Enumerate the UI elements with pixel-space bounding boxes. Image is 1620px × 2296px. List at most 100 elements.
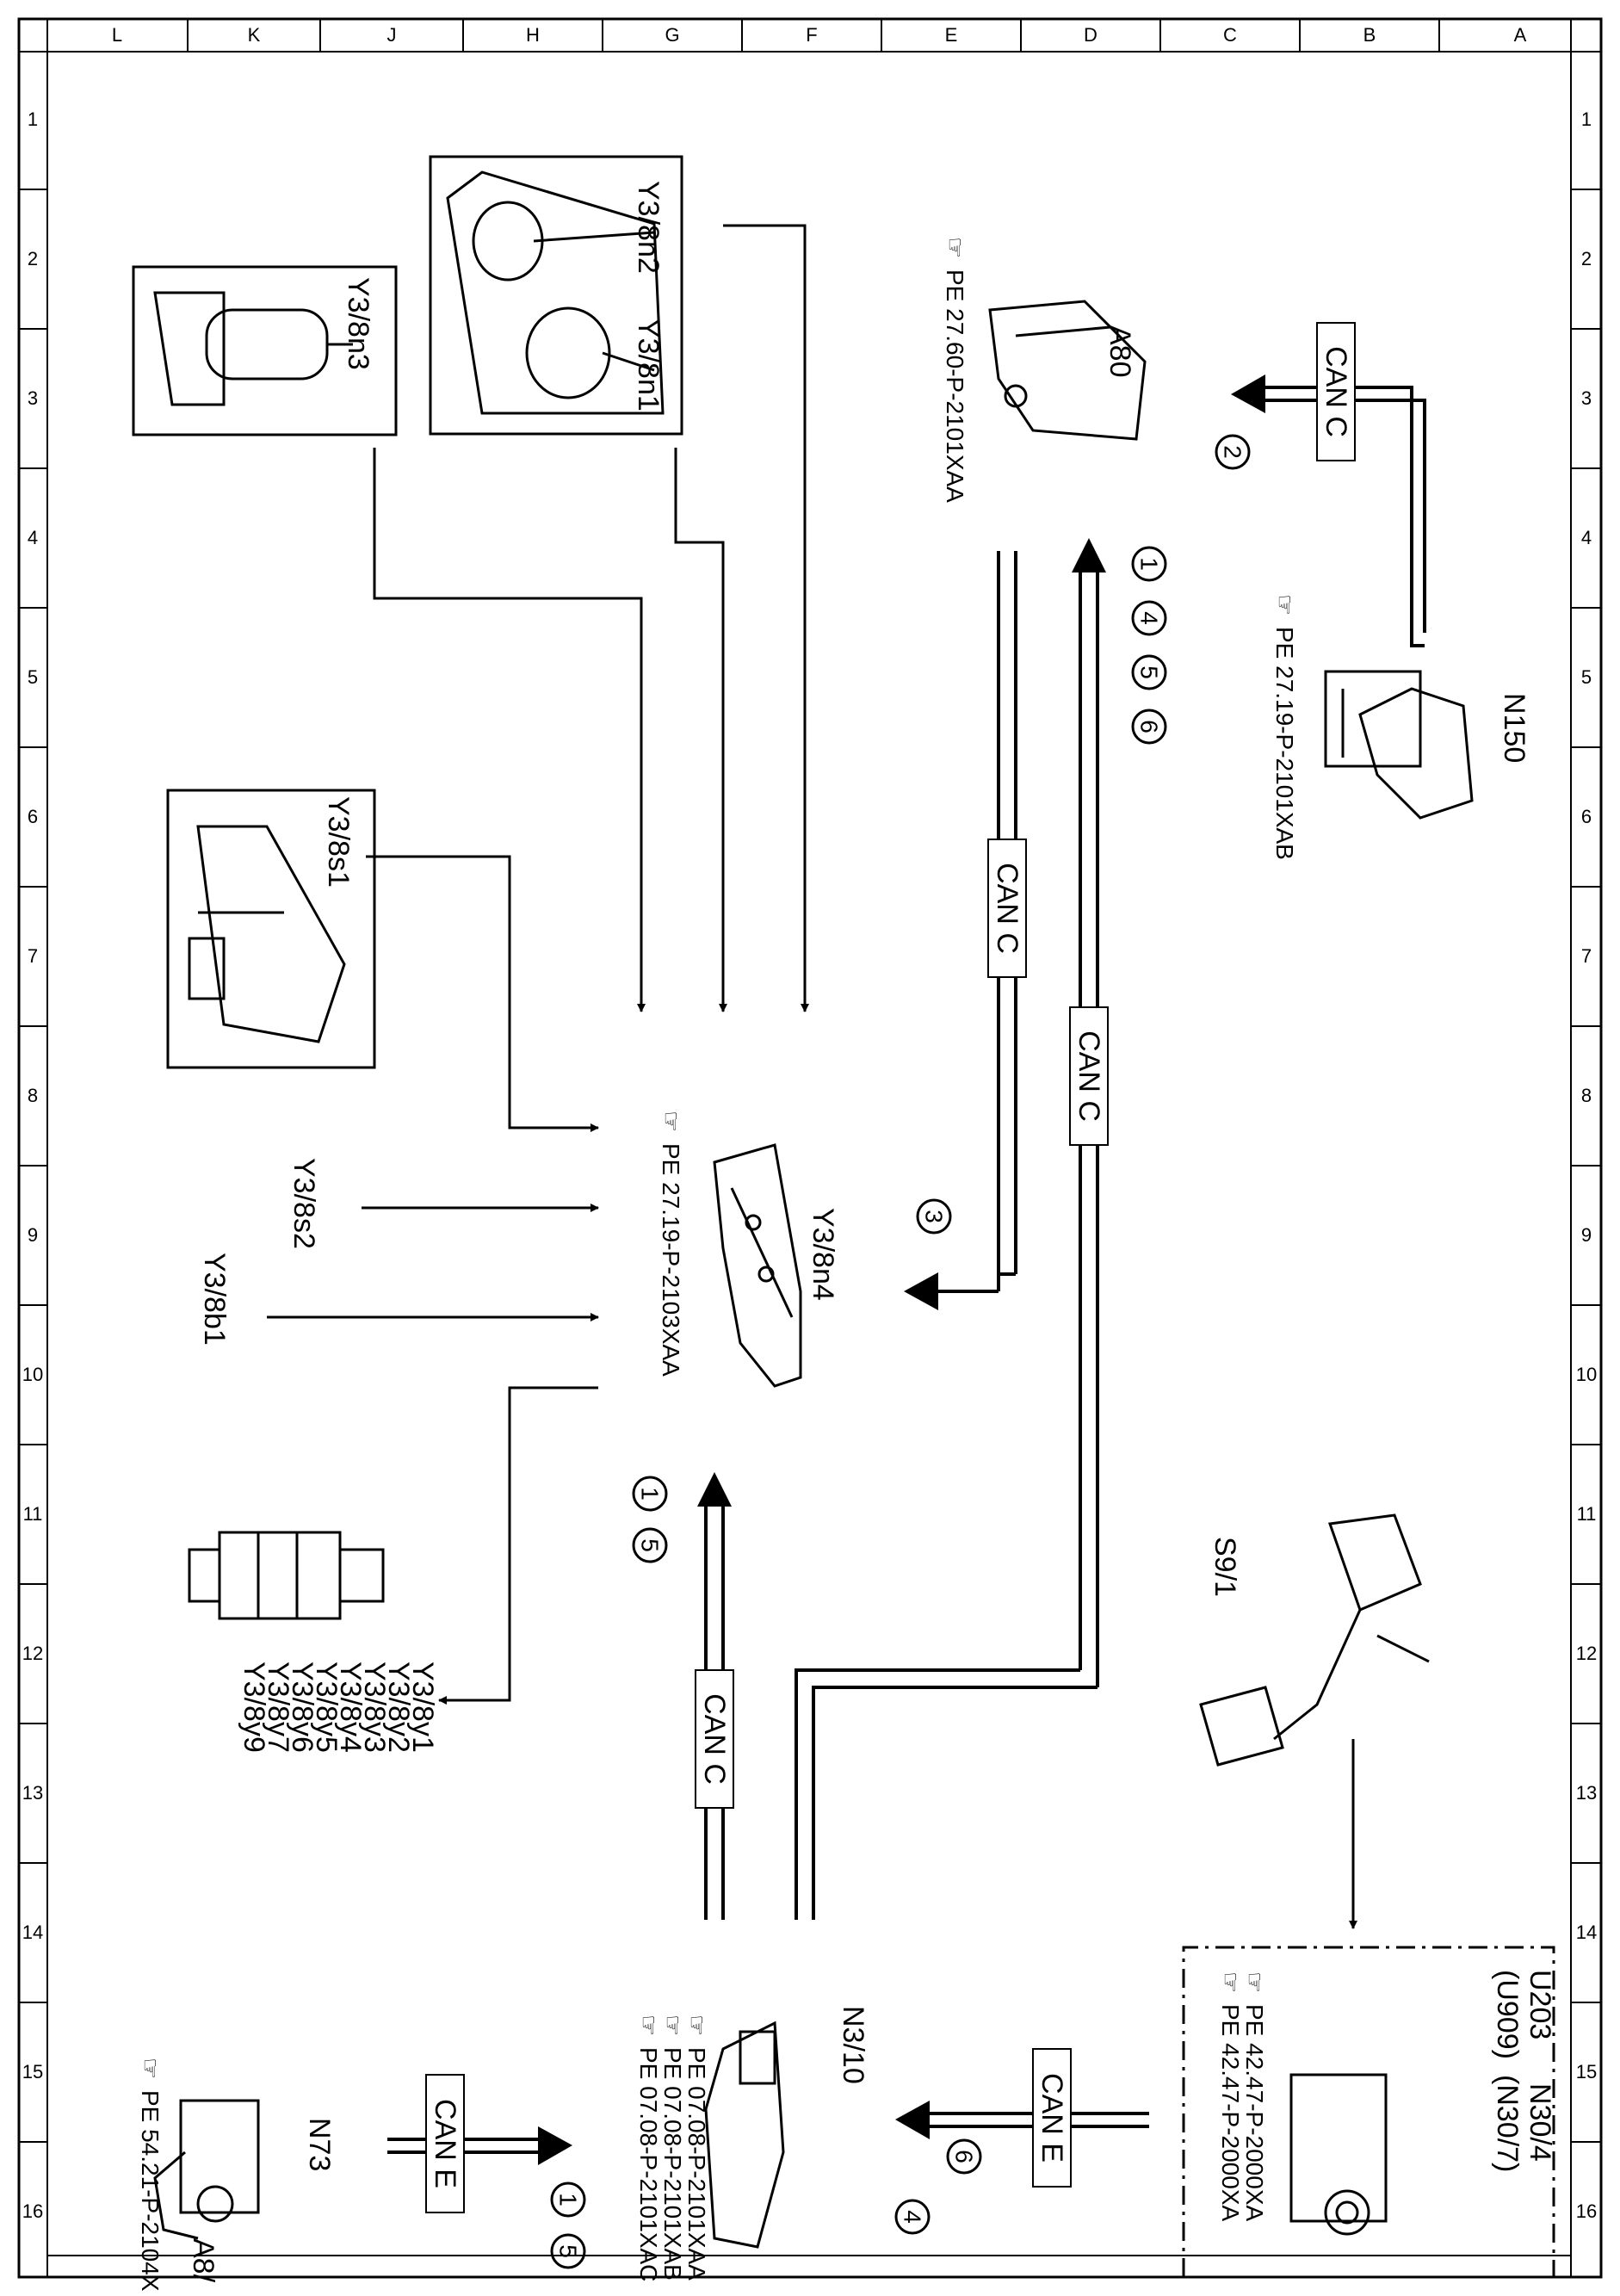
can-c-text: CAN C <box>1320 346 1352 437</box>
arrow-up-a80 <box>1072 538 1106 572</box>
label-n30-7: (N30/7) <box>1491 2075 1524 2172</box>
row-label: 1 <box>28 108 38 130</box>
row-label: 9 <box>28 1224 38 1246</box>
label-n73: N73 <box>303 2118 336 2171</box>
pointing-hand-icon: ☞ <box>1271 594 1298 616</box>
row-label: 14 <box>1576 1922 1597 1943</box>
n3-10-picture <box>704 2021 785 2249</box>
pointing-hand-icon: ☞ <box>659 2014 686 2036</box>
circle-num: 1 <box>637 1487 664 1501</box>
label-n150: N150 <box>1498 693 1530 763</box>
row-label: 2 <box>28 248 38 269</box>
s9-1-picture <box>1199 1513 1430 1767</box>
pointing-hand-icon: ☞ <box>1241 1971 1268 1993</box>
ref-text: PE 07.08-P-2101XAC <box>635 2047 662 2281</box>
can-label-n73: CAN E <box>425 2074 465 2213</box>
col-label: B <box>1363 24 1376 46</box>
line-y3-8n2 <box>723 224 809 1012</box>
row-label: 2 <box>1581 248 1592 269</box>
line-y3-8s1 <box>366 855 599 1132</box>
sheet-frame <box>17 17 1603 2279</box>
row-label: 15 <box>1576 2061 1597 2082</box>
col-label: L <box>112 24 122 46</box>
label-s9-1: S9/1 <box>1209 1537 1241 1597</box>
label-a80: A80 <box>1104 325 1136 378</box>
valve-label: Y3/8y3 <box>358 1662 391 1753</box>
row-label: 9 <box>1581 1224 1592 1246</box>
row-label: 11 <box>23 1503 43 1525</box>
n30-4-picture <box>1289 2073 1388 2236</box>
ref-text: PE 27.19-P-2101XAB <box>1271 627 1298 860</box>
can-bus-lines <box>387 386 1426 2154</box>
col-label: G <box>665 24 679 46</box>
label-y3-8s1: Y3/8s1 <box>322 796 355 888</box>
ref-n150: ☞ PE 27.19-P-2101XAB <box>1271 594 1298 860</box>
can-label-n4-trunk: CAN C <box>695 1669 734 1809</box>
circle-num: 5 <box>555 2244 582 2258</box>
n150-picture <box>1324 670 1474 820</box>
col-label: K <box>248 24 261 46</box>
row-label: 6 <box>1581 806 1592 827</box>
reference-labels: ☞ PE 27.60-P-2101XAA ☞ PE 27.19-P-2101XA… <box>137 237 1298 2292</box>
row-label: 15 <box>22 2061 43 2082</box>
col-label: J <box>387 24 397 46</box>
label-y3-8n4: Y3/8n4 <box>807 1208 839 1301</box>
row-label: 16 <box>1576 2200 1597 2222</box>
label-y3-8n3: Y3/8n3 <box>342 277 374 370</box>
row-label: 1 <box>1581 108 1592 130</box>
row-ticks <box>19 189 1601 2143</box>
circle-num: 6 <box>1136 720 1163 733</box>
line-y3-8n3 <box>373 448 646 1012</box>
circle-num: 1 <box>555 2193 582 2206</box>
ref-n3-10-a: ☞ PE 07.08-P-2101XAA <box>683 2014 710 2281</box>
label-y3-8s2: Y3/8s2 <box>288 1158 320 1249</box>
label-n30-4: N30/4 <box>1524 2083 1556 2162</box>
label-a8: A8/ <box>187 2238 220 2283</box>
circle-num: 4 <box>900 2210 926 2224</box>
can-label-left-trunk: CAN C <box>987 839 1027 978</box>
y3-8s1-picture <box>166 789 376 1069</box>
can-c-text: CAN C <box>991 863 1023 954</box>
label-n3-10: N3/10 <box>837 2006 869 2084</box>
arrow-to-a80 <box>1231 374 1265 413</box>
valve-label: Y3/8y4 <box>334 1662 367 1753</box>
row-label: 12 <box>22 1643 43 1664</box>
a80-picture <box>988 300 1147 441</box>
line-to-valves <box>438 1386 598 1705</box>
row-label: 6 <box>28 806 38 827</box>
arrow-to-n3-10-from-n30 <box>895 2101 930 2139</box>
pointing-hand-icon: ☞ <box>635 2014 662 2036</box>
row-label: 4 <box>28 527 38 548</box>
label-u909: (U909) <box>1491 1970 1524 2059</box>
row-label: 13 <box>22 1782 43 1804</box>
can-c-text: CAN C <box>698 1693 731 1785</box>
row-label: 13 <box>1576 1782 1597 1804</box>
col-label: C <box>1223 24 1237 46</box>
valve-picture <box>188 1531 385 1620</box>
circle-numbers: 2 1 4 5 6 3 1 5 6 4 1 5 <box>555 445 1246 2258</box>
ref-y3-8n4: ☞ PE 27.19-P-2103XAA <box>658 1111 684 1377</box>
pointing-hand-icon: ☞ <box>683 2014 710 2036</box>
row-label: 16 <box>22 2200 43 2222</box>
component-labels: Y3/8n2 Y3/8n1 Y3/8n3 A80 N150 Y3/8s1 Y3/… <box>187 181 1556 2283</box>
row-label: 7 <box>1581 945 1592 967</box>
line-y3-8n1 <box>674 448 727 1012</box>
arrow-to-y3-8n4 <box>904 1272 938 1310</box>
valve-label: Y3/8y2 <box>382 1662 415 1753</box>
row-label: 3 <box>28 387 38 409</box>
circle-num: 1 <box>1136 557 1163 571</box>
circle-num: 2 <box>1220 445 1246 459</box>
pointing-hand-icon: ☞ <box>1217 1971 1244 1993</box>
circle-num: 6 <box>951 2150 978 2163</box>
row-label: 4 <box>1581 527 1592 548</box>
can-label-right-trunk: CAN C <box>1069 1006 1109 1146</box>
pointing-hand-icon: ☞ <box>942 237 968 258</box>
row-label: 7 <box>28 945 38 967</box>
can-label-n30: CAN E <box>1032 2048 1072 2188</box>
row-label: 3 <box>1581 387 1592 409</box>
label-y3-8b1: Y3/8b1 <box>198 1253 231 1346</box>
row-label: 5 <box>1581 666 1592 688</box>
col-label: D <box>1084 24 1098 46</box>
circle-num: 5 <box>637 1538 664 1552</box>
